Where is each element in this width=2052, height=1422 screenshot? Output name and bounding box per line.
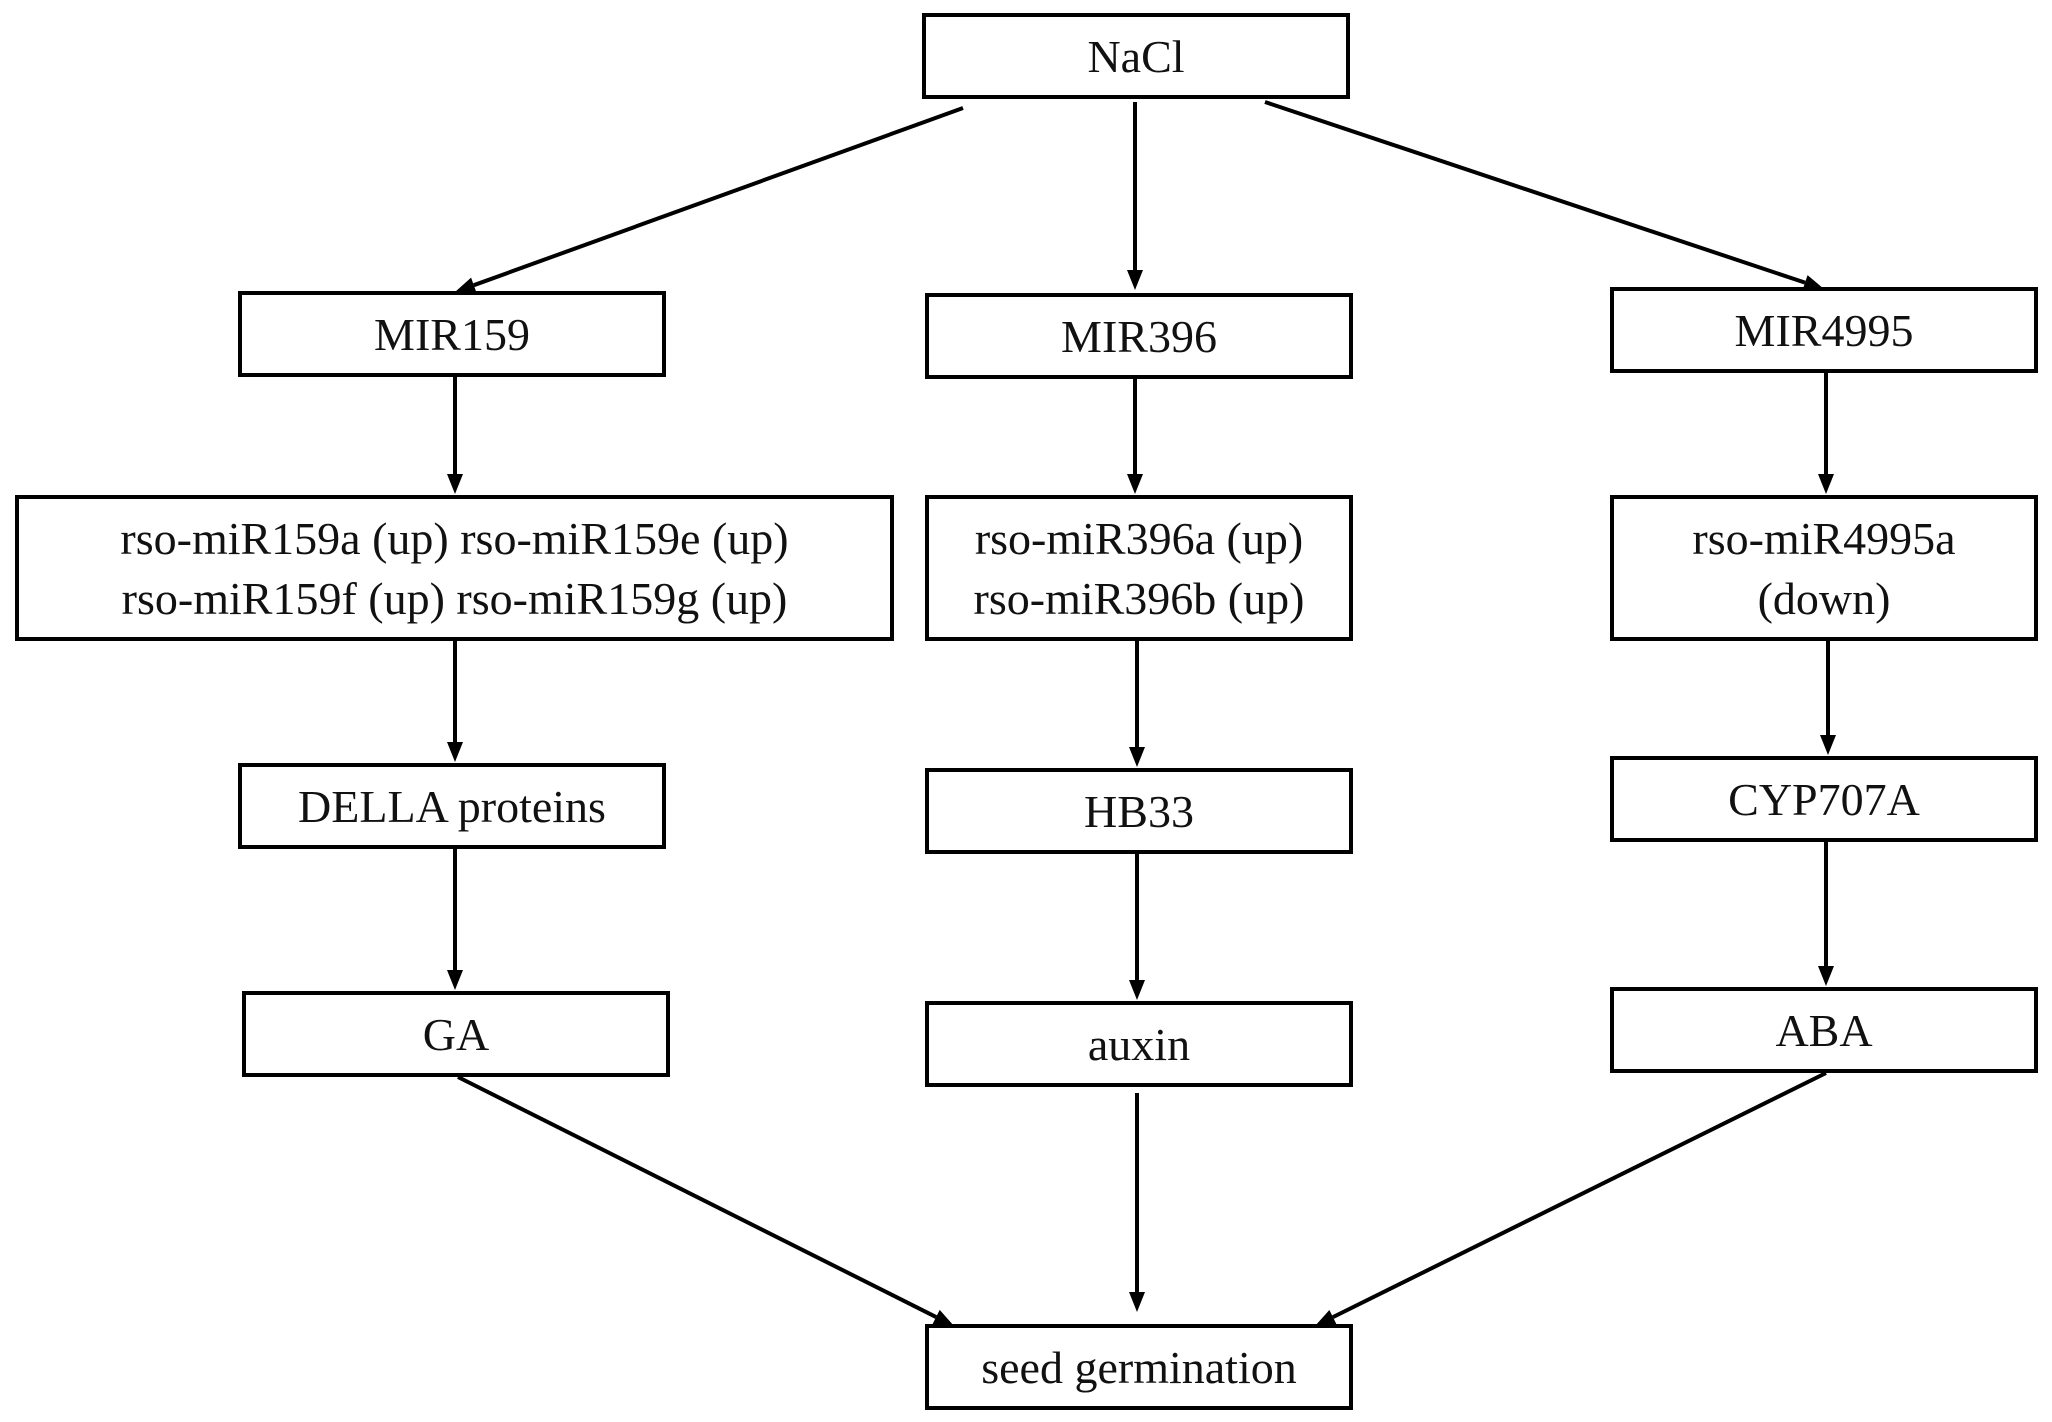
arrow-mir159-to-rso159: [447, 377, 463, 494]
arrow-line: [457, 1075, 938, 1319]
node-rso159-label: rso-miR159f (up) rso-miR159g (up): [122, 573, 788, 624]
node-box: [1610, 495, 2038, 641]
arrowhead-icon: [1127, 270, 1143, 290]
node-cyp707a-label: CYP707A: [1728, 774, 1920, 825]
node-box: [238, 291, 666, 377]
arrowhead-icon: [1818, 966, 1834, 986]
node-hb33-label: HB33: [1084, 786, 1194, 837]
arrowhead-icon: [447, 474, 463, 494]
node-box: [925, 495, 1353, 641]
node-box: [1610, 987, 2038, 1073]
node-aba: ABA: [1610, 987, 2038, 1073]
edges-layer: [447, 100, 1836, 1326]
node-cyp707a: CYP707A: [1610, 756, 2038, 842]
arrowhead-icon: [447, 970, 463, 990]
node-box: [238, 763, 666, 849]
arrowhead-icon: [1802, 275, 1824, 291]
arrowhead-icon: [1818, 474, 1834, 494]
arrow-nacl-to-mir396: [1127, 102, 1143, 290]
node-seed-label: seed germination: [981, 1342, 1297, 1393]
arrowhead-icon: [455, 277, 477, 293]
arrow-auxin-to-seed: [1129, 1093, 1145, 1312]
arrowhead-icon: [1820, 735, 1836, 755]
node-box: [925, 293, 1353, 379]
arrowhead-icon: [1129, 980, 1145, 1000]
node-ga-label: GA: [423, 1009, 489, 1060]
node-auxin: auxin: [925, 1001, 1353, 1087]
node-mir159-label: MIR159: [374, 309, 530, 360]
node-box: [925, 1324, 1353, 1410]
node-auxin-label: auxin: [1088, 1019, 1190, 1070]
node-rso159: rso-miR159a (up) rso-miR159e (up) rso-miR…: [15, 495, 894, 641]
node-rso4995-label: rso-miR4995a: [1692, 513, 1955, 564]
node-della-label: DELLA proteins: [298, 781, 606, 832]
arrowhead-icon: [932, 1309, 954, 1326]
node-box: [922, 13, 1350, 99]
arrowhead-icon: [447, 742, 463, 762]
node-rso396-label: rso-miR396b (up): [974, 573, 1305, 624]
arrow-mir4995-to-rso4995: [1818, 373, 1834, 494]
node-box: [242, 991, 670, 1077]
arrow-nacl-to-mir4995: [1264, 100, 1824, 291]
arrowhead-icon: [1129, 1292, 1145, 1312]
arrow-hb33-to-auxin: [1129, 854, 1145, 1000]
arrowhead-icon: [1129, 747, 1145, 767]
arrow-rso4995-to-cyp707a: [1820, 641, 1836, 755]
arrow-line: [473, 106, 964, 288]
node-aba-label: ABA: [1775, 1005, 1872, 1056]
node-box: [1610, 287, 2038, 373]
arrow-nacl-to-mir159: [455, 106, 964, 293]
arrowhead-icon: [1315, 1309, 1337, 1326]
arrow-rso396-to-hb33: [1129, 641, 1145, 767]
node-nacl: NaCl: [922, 13, 1350, 99]
arrow-della-to-ga: [447, 849, 463, 990]
arrow-rso159-to-della: [447, 641, 463, 762]
arrow-aba-to-seed: [1315, 1071, 1827, 1326]
node-rso159-label: rso-miR159a (up) rso-miR159e (up): [120, 513, 788, 564]
node-rso4995: rso-miR4995a (down): [1610, 495, 2038, 641]
node-box: [925, 768, 1353, 854]
node-rso396: rso-miR396a (up) rso-miR396b (up): [925, 495, 1353, 641]
node-mir4995: MIR4995: [1610, 287, 2038, 373]
arrow-mir396-to-rso396: [1127, 379, 1143, 494]
node-box: [925, 1001, 1353, 1087]
node-ga: GA: [242, 991, 670, 1077]
node-rso4995-label: (down): [1758, 573, 1891, 624]
node-mir159: MIR159: [238, 291, 666, 377]
node-mir396: MIR396: [925, 293, 1353, 379]
arrow-line: [1332, 1071, 1827, 1319]
node-mir4995-label: MIR4995: [1735, 305, 1914, 356]
node-box: [15, 495, 894, 641]
arrow-line: [1264, 100, 1806, 285]
node-mir396-label: MIR396: [1061, 311, 1217, 362]
arrowhead-icon: [1127, 474, 1143, 494]
node-box: [1610, 756, 2038, 842]
node-hb33: HB33: [925, 768, 1353, 854]
node-nacl-label: NaCl: [1087, 31, 1184, 82]
node-della: DELLA proteins: [238, 763, 666, 849]
arrow-cyp707a-to-aba: [1818, 842, 1834, 986]
node-seed: seed germination: [925, 1324, 1353, 1410]
node-rso396-label: rso-miR396a (up): [975, 513, 1303, 564]
arrow-ga-to-seed: [457, 1075, 954, 1326]
